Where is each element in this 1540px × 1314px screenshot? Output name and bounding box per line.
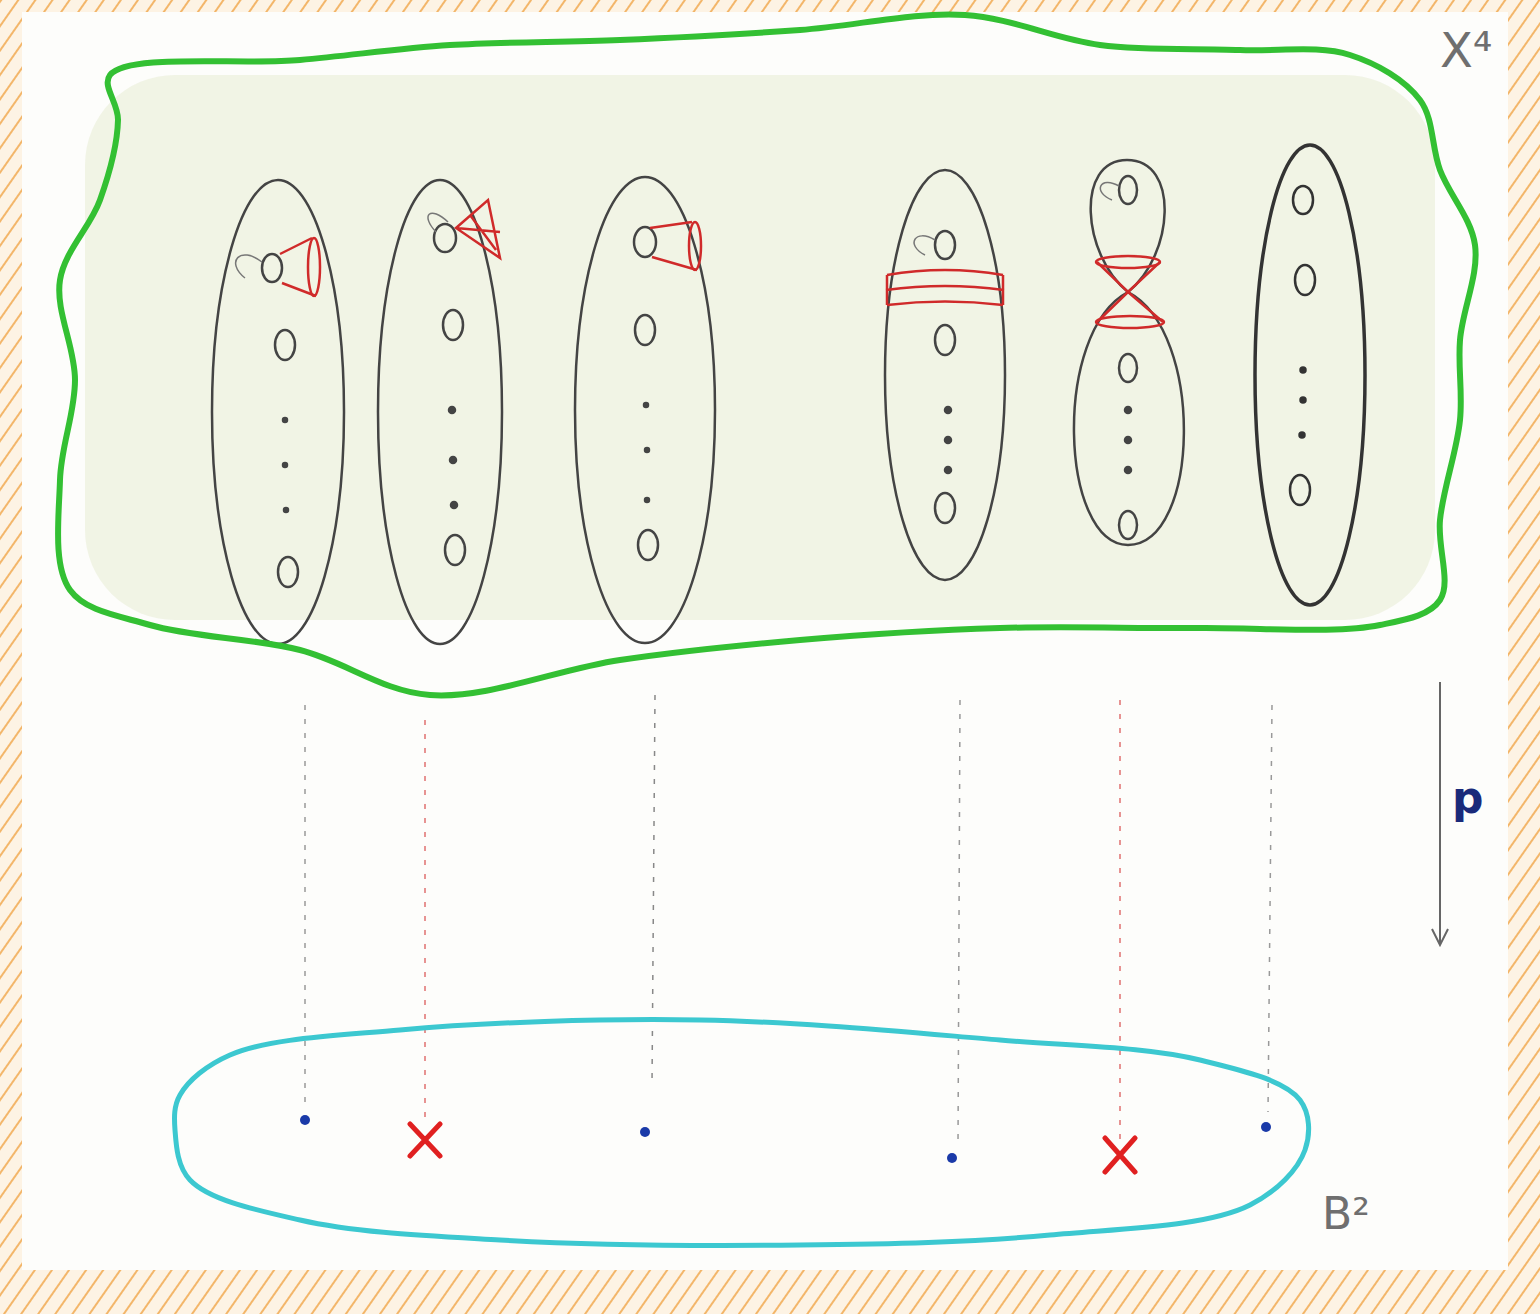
singular-fibre	[1074, 160, 1184, 545]
hatched-border	[0, 0, 1540, 12]
fibre-1	[212, 180, 344, 644]
total-space-region: X⁴	[55, 10, 1495, 710]
region-label: B²	[1322, 1188, 1370, 1239]
projection-arrow	[1439, 682, 1441, 945]
projection-lines	[305, 695, 1272, 1145]
region-label: X⁴	[1440, 22, 1492, 78]
base-region: B²	[170, 1010, 1380, 1260]
fibre-2	[378, 180, 502, 644]
pale-shading	[85, 75, 1435, 620]
fibre-3	[575, 177, 715, 643]
hatched-border	[0, 0, 22, 1314]
region-outline	[170, 1010, 1380, 1260]
hatched-border	[1508, 0, 1540, 1314]
hatched-border	[0, 1270, 1540, 1314]
map-label: p	[1452, 772, 1484, 823]
region-outline	[55, 10, 1495, 710]
fibre-6	[1255, 145, 1365, 605]
fibre-4	[885, 170, 1005, 580]
region-outline	[174, 1020, 1308, 1246]
base-points	[300, 1115, 1271, 1172]
region-outline	[58, 14, 1476, 695]
